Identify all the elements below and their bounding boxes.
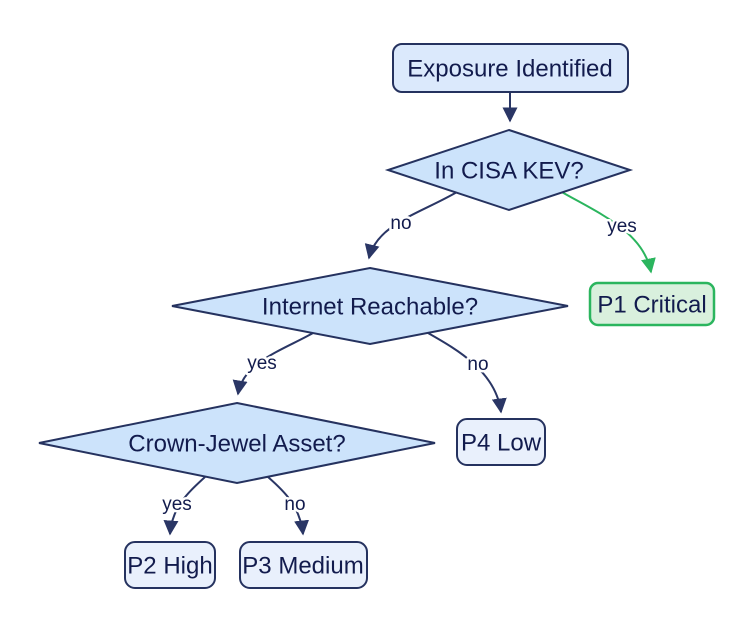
- edge-crown-no-to-p3: [267, 476, 310, 536]
- node-in-cisa-kev: In CISA KEV?: [384, 128, 634, 212]
- in-cisa-kev-label: In CISA KEV?: [434, 158, 583, 185]
- node-p1-critical: P1 Critical: [588, 281, 716, 327]
- edge-crown-yes-to-p2: [163, 476, 206, 536]
- node-p4-low: P4 Low: [456, 418, 546, 466]
- exposure-identified-box: [392, 43, 629, 93]
- edge-label-crown-yes: yes: [162, 494, 192, 515]
- node-internet-reachable: Internet Reachable?: [171, 266, 569, 346]
- p2-high-label: P2 High: [127, 553, 212, 580]
- edge-label-kev-yes: yes: [607, 216, 637, 237]
- internet-reachable-label: Internet Reachable?: [262, 294, 478, 321]
- edge-label-crown-no: no: [284, 494, 305, 515]
- edge-label-internet-no: no: [467, 354, 488, 375]
- p1-critical-box: [588, 281, 716, 327]
- p4-low-label: P4 Low: [461, 430, 542, 457]
- edge-internet-yes-to-crown: [232, 332, 314, 396]
- internet-reachable-diamond: [171, 266, 569, 346]
- in-cisa-kev-diamond: [384, 128, 634, 212]
- node-crown-jewel-asset: Crown-Jewel Asset?: [38, 401, 436, 485]
- edge-kev-no-to-internet: [364, 191, 458, 260]
- edge-labels-layer: yes no yes no yes no: [160, 211, 640, 518]
- edge-kev-yes-to-p1: [559, 190, 656, 274]
- p3-medium-box: [239, 541, 368, 589]
- p3-medium-label: P3 Medium: [242, 553, 363, 580]
- p2-high-box: [124, 541, 216, 589]
- p4-low-box: [456, 418, 546, 466]
- edge-label-internet-yes: yes: [247, 353, 277, 374]
- edges-layer: [163, 93, 656, 536]
- p1-critical-label: P1 Critical: [597, 292, 706, 319]
- node-p2-high: P2 High: [124, 541, 216, 589]
- crown-jewel-asset-diamond: [38, 401, 436, 485]
- crown-jewel-asset-label: Crown-Jewel Asset?: [128, 431, 345, 458]
- edge-label-kev-no: no: [390, 213, 411, 234]
- node-exposure-identified: Exposure Identified: [392, 43, 629, 93]
- node-p3-medium: P3 Medium: [239, 541, 368, 589]
- edge-internet-no-to-p4: [427, 332, 507, 414]
- exposure-identified-label: Exposure Identified: [407, 56, 612, 83]
